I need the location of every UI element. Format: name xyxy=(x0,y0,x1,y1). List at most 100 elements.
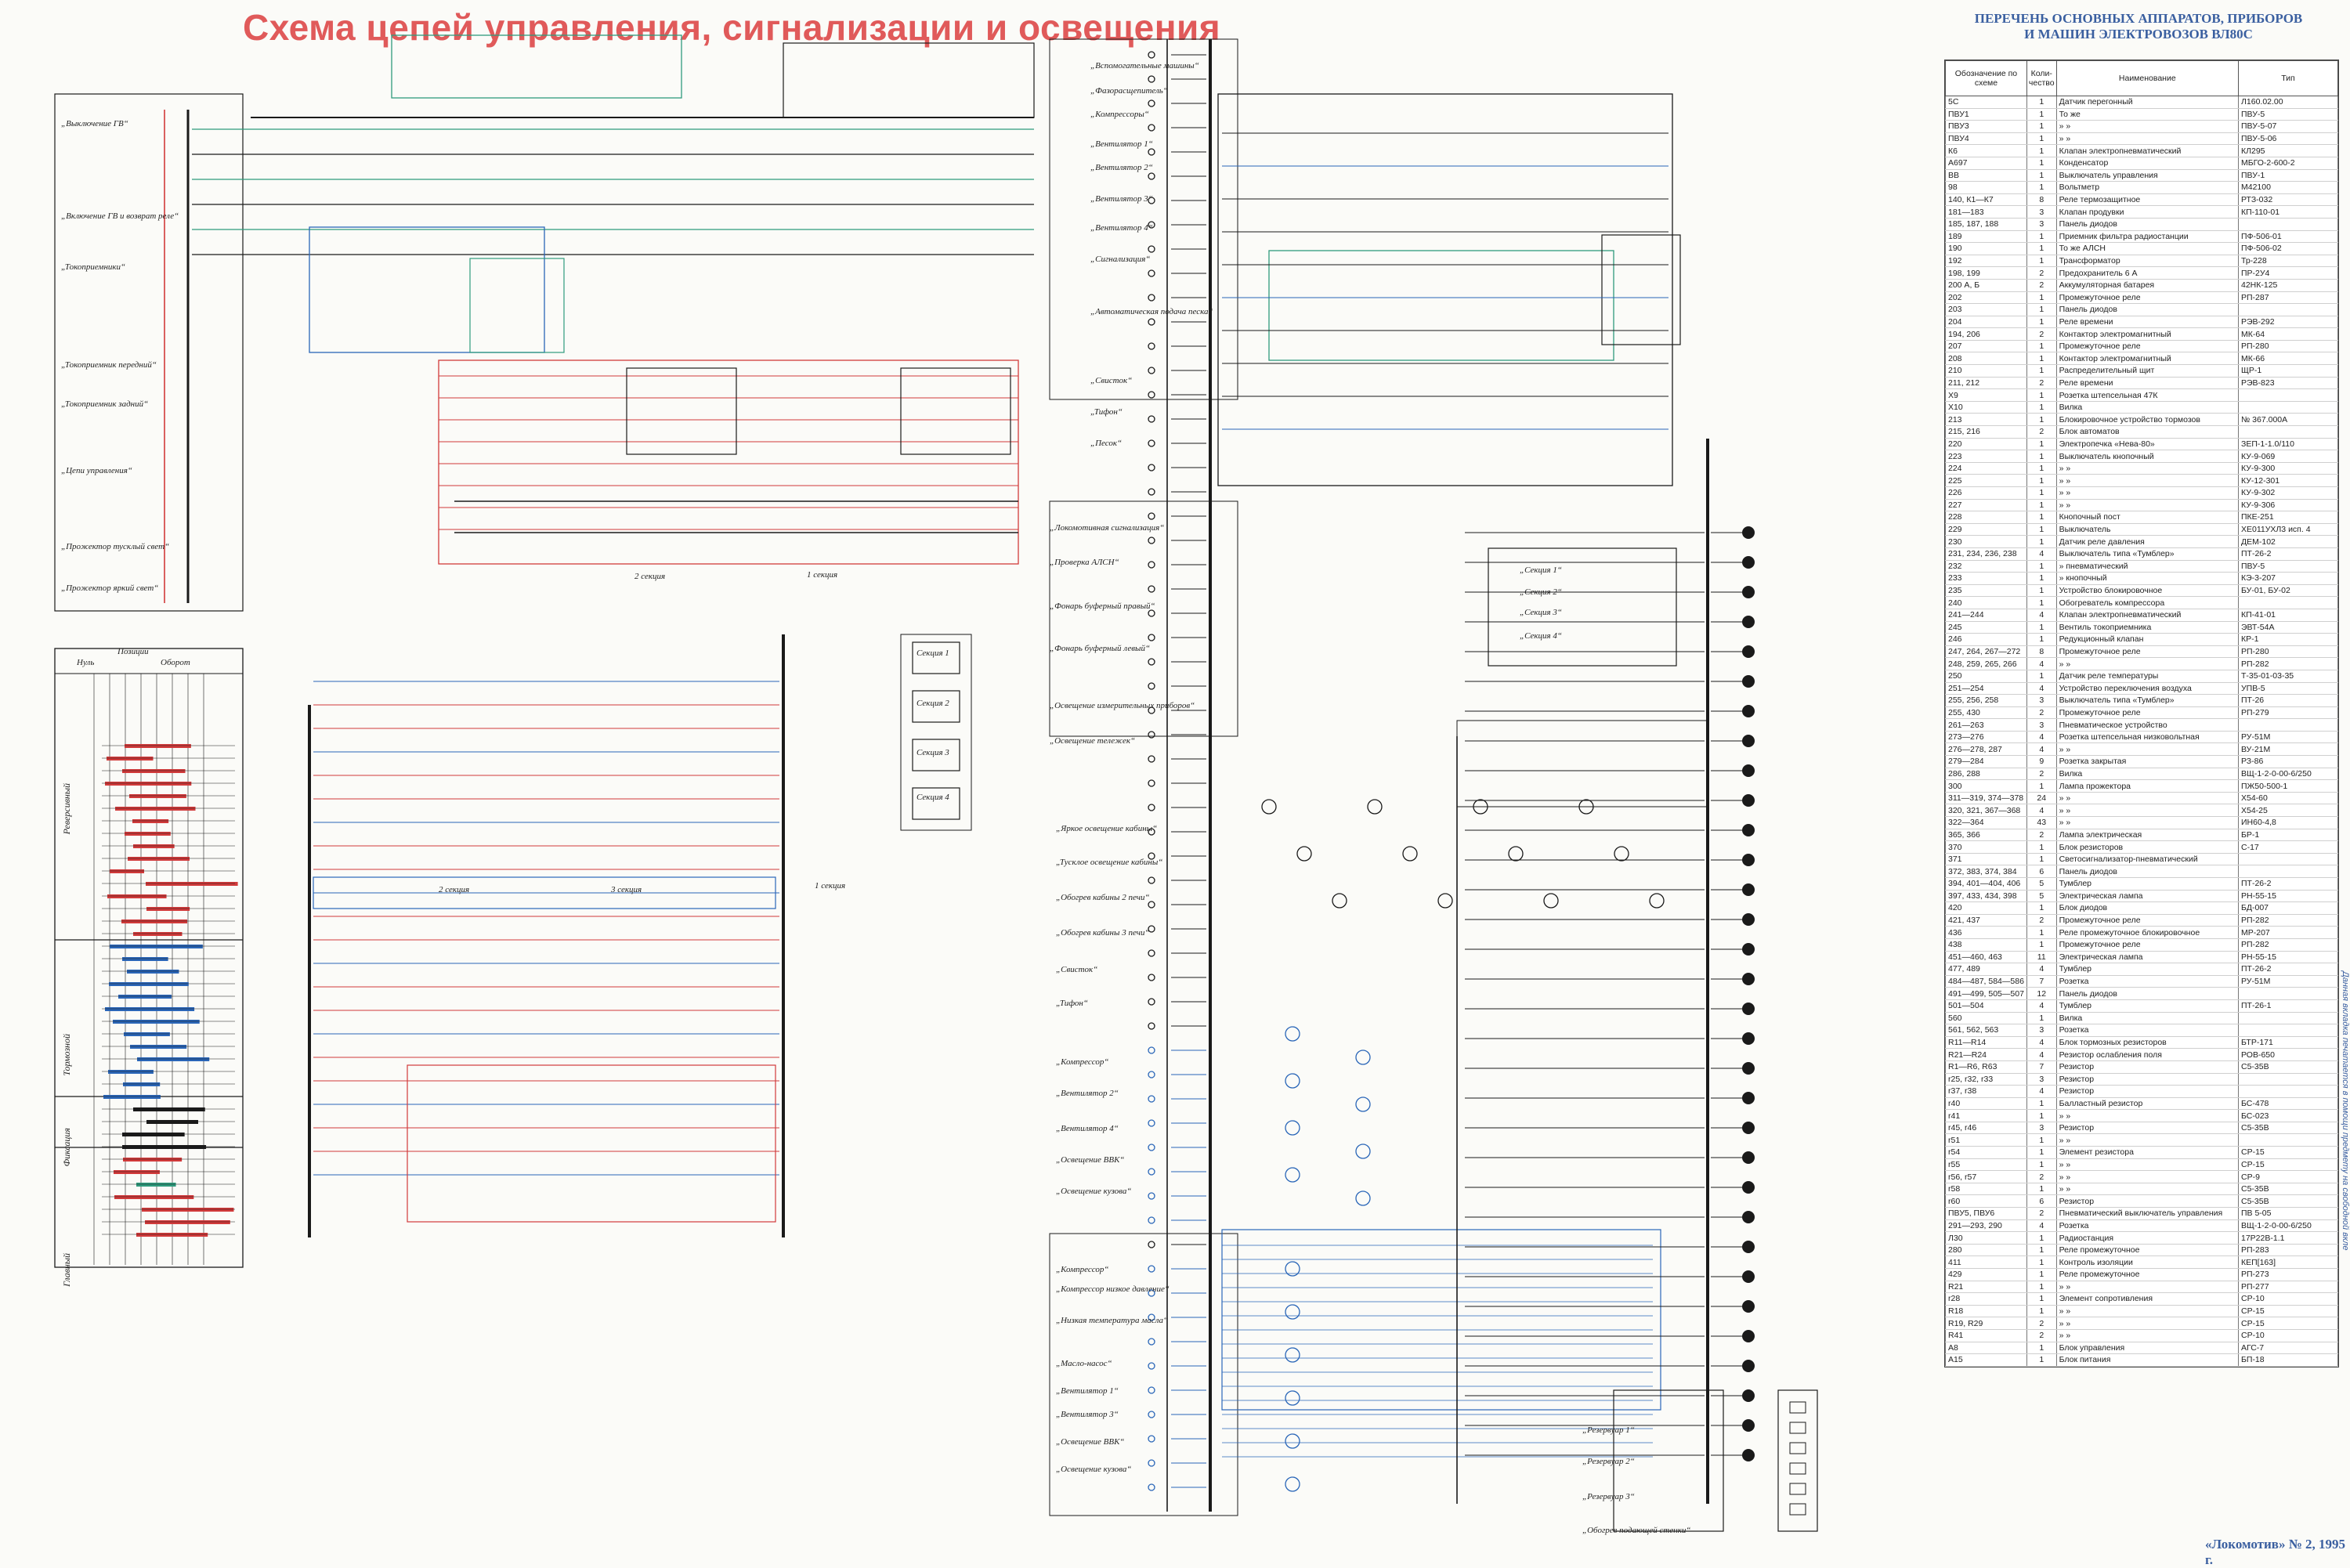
cell-type: ПТ-26-1 xyxy=(2238,999,2338,1013)
indicator-lamp xyxy=(1742,854,1755,866)
cell-designation: А15 xyxy=(1945,1353,2027,1367)
cell-designation: r37, r38 xyxy=(1945,1085,2027,1098)
switch-terminal xyxy=(1148,1411,1155,1418)
cell-name: Тумблер xyxy=(2055,877,2240,891)
section2-relay-box xyxy=(783,42,1035,118)
cell-name: » » xyxy=(2055,1170,2240,1183)
cell-type: КП-110-01 xyxy=(2238,205,2338,219)
switch-label: „Тусклое освещение кабины“ xyxy=(1056,858,1163,867)
indicator-lamp xyxy=(1742,1270,1755,1283)
cell-name: Панель диодов xyxy=(2055,218,2240,231)
cell-type: КУ-9-300 xyxy=(2238,462,2338,475)
cell-designation: 198, 199 xyxy=(1945,266,2027,280)
switch-label: „Освещение измерительных приборов“ xyxy=(1050,701,1195,710)
legend-bar xyxy=(133,844,175,848)
cell-designation: R1—R6, R63 xyxy=(1945,1060,2027,1074)
right-block-label: „Обогрев подающей стенки“ xyxy=(1582,1526,1691,1535)
cell-name: » » xyxy=(2055,1183,2240,1196)
cell-designation: 429 xyxy=(1945,1268,2027,1281)
switch-label: „Сигнализация“ xyxy=(1090,255,1151,264)
cell-designation: 226 xyxy=(1945,486,2027,500)
legend-bar xyxy=(124,1032,170,1036)
cell-name: » » xyxy=(2055,742,2240,757)
section-note: 1 секция xyxy=(807,570,838,580)
cell-designation: 438 xyxy=(1945,938,2027,952)
lamp-symbol xyxy=(1543,893,1559,909)
cell-name: » » xyxy=(2055,462,2240,475)
switch-terminal xyxy=(1148,658,1155,666)
switch-label: „Вентилятор 4“ xyxy=(1056,1124,1119,1133)
lamp-symbol xyxy=(1355,1190,1371,1206)
switch-terminal xyxy=(1148,1362,1155,1370)
cell-name: Промежуточное реле xyxy=(2055,914,2240,927)
resistor-element xyxy=(1789,1422,1806,1434)
cell-designation: r55 xyxy=(1945,1158,2027,1172)
legend-bar xyxy=(121,919,188,923)
switch-label: „Тифон“ xyxy=(1090,407,1123,417)
section-box xyxy=(912,690,960,723)
cell-name: Светосигнализатор-пневматический xyxy=(2055,853,2240,866)
indicator-lamp xyxy=(1742,1300,1755,1313)
cell-type: СР-9 xyxy=(2238,1170,2338,1183)
cell-designation: 210 xyxy=(1945,364,2027,378)
cell-designation: 561, 562, 563 xyxy=(1945,1024,2027,1037)
cell-type: УПВ-5 xyxy=(2238,682,2338,695)
lamp-symbol xyxy=(1285,1304,1300,1320)
legend-bar xyxy=(105,782,192,786)
cell-type: ЭВТ-54А xyxy=(2238,621,2338,634)
cell-name: Клапан электропневматический xyxy=(2055,144,2240,157)
cell-designation: 411 xyxy=(1945,1255,2027,1269)
cell-type: ЗЕП-1-1.0/110 xyxy=(2238,438,2338,451)
cell-designation: 436 xyxy=(1945,926,2027,939)
cell-name: Пневматический выключатель управления xyxy=(2055,1207,2240,1220)
section-switch-box xyxy=(1488,547,1677,667)
cell-name: Электрическая лампа xyxy=(2055,890,2240,903)
cell-designation: 211, 212 xyxy=(1945,377,2027,390)
parts-list-title-line1: ПЕРЕЧЕНЬ ОСНОВНЫХ АППАРАТОВ, ПРИБОРОВ xyxy=(1974,11,2303,26)
legend-bar xyxy=(146,907,190,911)
cell-type: Х54-60 xyxy=(2238,792,2338,805)
cell-type: АГС-7 xyxy=(2238,1342,2338,1355)
reservoir-switch-box xyxy=(1613,1389,1724,1532)
switch-terminal xyxy=(1148,1168,1155,1176)
right-block-label: „Секция 3“ xyxy=(1520,608,1563,617)
cell-designation: 228 xyxy=(1945,511,2027,524)
green-relay-block xyxy=(469,258,565,353)
legend-bar xyxy=(123,1158,183,1162)
cell-name: » » xyxy=(2055,120,2240,133)
legend-bar xyxy=(114,1170,160,1174)
cell-name: Розетка xyxy=(2055,975,2240,988)
switch-label: „Обогрев кабины 3 печи“ xyxy=(1056,928,1150,938)
cell-type: ПВУ-5 xyxy=(2238,108,2338,121)
cell-designation: 140, К1—К7 xyxy=(1945,193,2027,207)
cell-name: Розетка штепсельная низковольтная xyxy=(2055,731,2240,744)
legend-head-null: Нуль xyxy=(77,658,95,667)
cell-type: КП-41-01 xyxy=(2238,609,2338,622)
cell-type: БС-478 xyxy=(2238,1097,2338,1111)
cell-type: ПТ-26-2 xyxy=(2238,877,2338,891)
switch-terminal xyxy=(1148,1313,1155,1321)
cell-name: Датчик реле давления xyxy=(2055,535,2240,548)
cell-designation: 394, 401—404, 406 xyxy=(1945,877,2027,891)
cell-designation: 255, 430 xyxy=(1945,706,2027,720)
switch-terminal xyxy=(1148,221,1155,229)
cell-designation: 560 xyxy=(1945,1012,2027,1025)
legend-bar xyxy=(110,945,203,948)
blue-lower-block xyxy=(1221,1229,1661,1411)
indicator-lamp xyxy=(1742,1211,1755,1223)
cell-designation: R41 xyxy=(1945,1329,2027,1342)
